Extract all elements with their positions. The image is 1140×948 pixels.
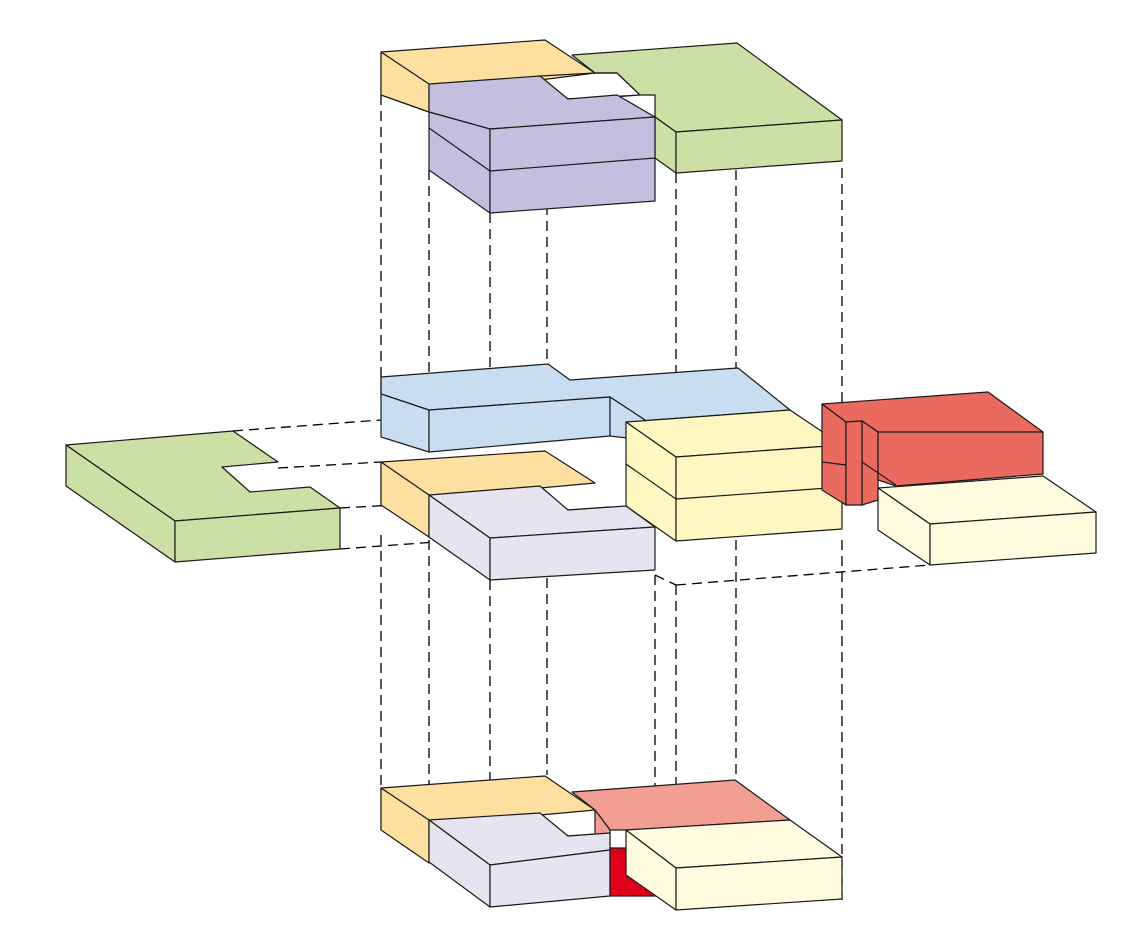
guide-line — [339, 537, 491, 550]
guide-line — [277, 461, 382, 469]
lavender-block-ground — [428, 812, 611, 908]
guide-line — [654, 574, 677, 586]
floor-edge — [489, 157, 656, 172]
middle-level — [65, 363, 1097, 581]
ground-level — [380, 775, 843, 911]
floor-edge — [675, 486, 843, 500]
lavender-block-middle — [428, 485, 656, 581]
red-block-middle — [821, 391, 1044, 506]
cream-block-ground — [625, 819, 843, 911]
floor-edge — [625, 463, 677, 500]
green-block-left — [65, 430, 341, 563]
floor-edge — [428, 127, 491, 172]
floor-edge — [821, 461, 847, 466]
blue-block-middle — [380, 363, 791, 453]
cream-block-right — [877, 475, 1097, 566]
floor-edge — [861, 461, 897, 486]
guide-line — [232, 419, 382, 432]
notch-edge — [539, 72, 641, 96]
guide-line — [675, 564, 931, 586]
yellow-block-middle — [625, 409, 843, 542]
roof-level — [380, 39, 843, 214]
purple-block-top — [428, 75, 656, 214]
